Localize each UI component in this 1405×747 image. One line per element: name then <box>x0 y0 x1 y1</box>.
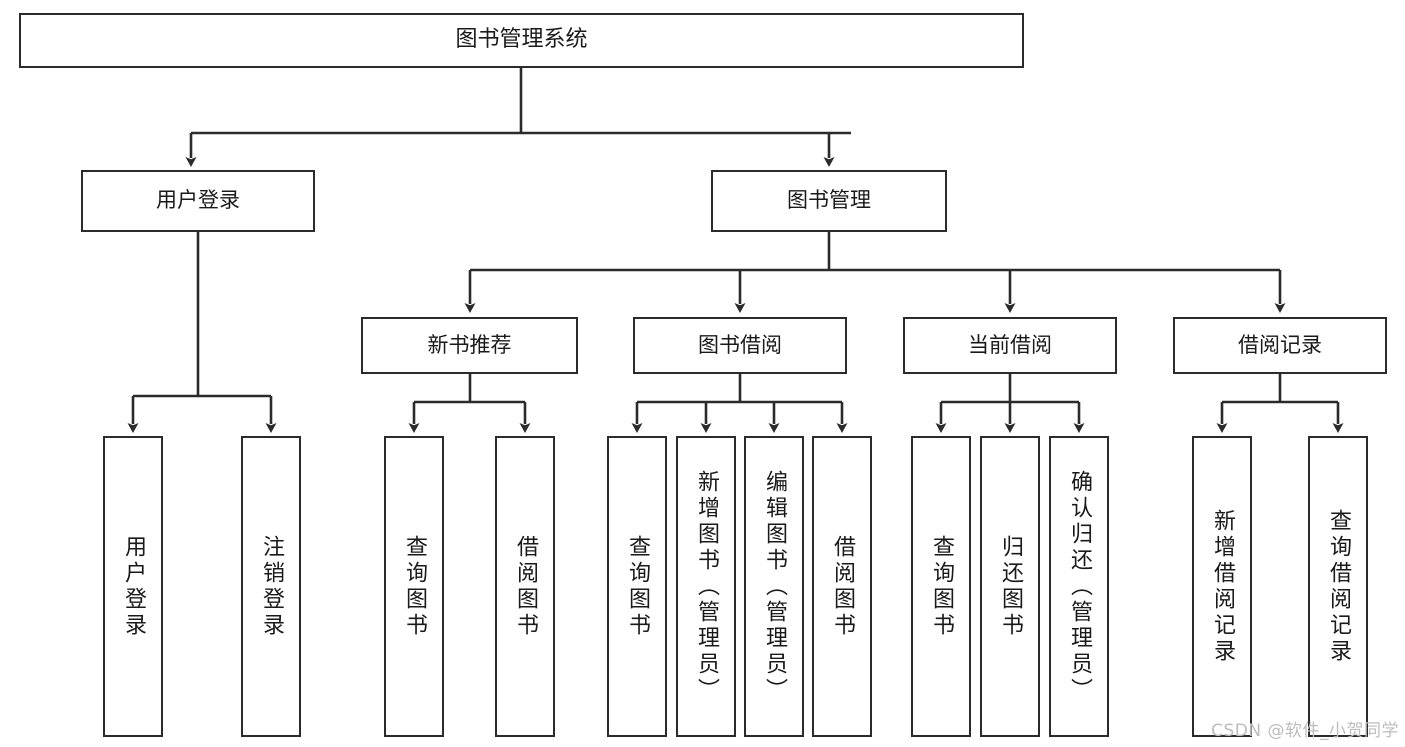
node-leaf-logout-login-label: 注销登录 <box>259 535 284 639</box>
node-leaf-user-login[interactable]: 用户登录 <box>103 436 163 737</box>
node-leaf-confirm-return-label: 确认归还（管理员） <box>1067 470 1092 704</box>
node-borrow-record[interactable]: 借阅记录 <box>1173 317 1387 374</box>
node-leaf-query-record[interactable]: 查询借阅记录 <box>1308 436 1368 737</box>
node-root-label: 图书管理系统 <box>455 27 588 53</box>
node-user-login[interactable]: 用户登录 <box>81 170 315 232</box>
node-leaf-logout-login[interactable]: 注销登录 <box>241 436 301 737</box>
node-leaf-query-record-label: 查询借阅记录 <box>1326 509 1351 665</box>
node-leaf-edit-book-label: 编辑图书（管理员） <box>762 470 787 704</box>
node-leaf-query-book-2[interactable]: 查询图书 <box>607 436 667 737</box>
node-leaf-user-login-label: 用户登录 <box>121 535 146 639</box>
watermark: CSDN @软件_小贺同学 <box>1211 721 1399 741</box>
node-leaf-return-book-label: 归还图书 <box>998 535 1023 639</box>
node-leaf-query-book-2-label: 查询图书 <box>625 535 650 639</box>
node-leaf-borrow-book-2[interactable]: 借阅图书 <box>812 436 872 737</box>
node-leaf-borrow-book-2-label: 借阅图书 <box>830 535 855 639</box>
node-leaf-add-book[interactable]: 新增图书（管理员） <box>676 436 736 737</box>
node-leaf-edit-book[interactable]: 编辑图书（管理员） <box>744 436 804 737</box>
node-root[interactable]: 图书管理系统 <box>19 13 1024 68</box>
node-leaf-add-record[interactable]: 新增借阅记录 <box>1192 436 1252 737</box>
node-current-borrow[interactable]: 当前借阅 <box>903 317 1117 374</box>
node-leaf-borrow-book-1-label: 借阅图书 <box>513 535 538 639</box>
node-book-manage[interactable]: 图书管理 <box>711 170 947 232</box>
node-book-borrow[interactable]: 图书借阅 <box>633 317 847 374</box>
node-leaf-add-record-label: 新增借阅记录 <box>1210 509 1235 665</box>
node-user-login-label: 用户登录 <box>156 188 240 213</box>
node-book-borrow-label: 图书借阅 <box>698 332 782 357</box>
node-leaf-query-book-3[interactable]: 查询图书 <box>911 436 971 737</box>
node-leaf-confirm-return[interactable]: 确认归还（管理员） <box>1049 436 1109 737</box>
node-book-manage-label: 图书管理 <box>787 188 871 213</box>
node-new-book-recommend-label: 新书推荐 <box>427 332 512 357</box>
node-leaf-query-book-1-label: 查询图书 <box>402 535 427 639</box>
node-borrow-record-label: 借阅记录 <box>1238 332 1322 357</box>
node-new-book-recommend[interactable]: 新书推荐 <box>361 317 578 374</box>
node-leaf-add-book-label: 新增图书（管理员） <box>694 470 719 704</box>
node-current-borrow-label: 当前借阅 <box>968 332 1052 357</box>
node-leaf-query-book-3-label: 查询图书 <box>929 535 954 639</box>
node-leaf-return-book[interactable]: 归还图书 <box>980 436 1040 737</box>
node-leaf-borrow-book-1[interactable]: 借阅图书 <box>495 436 555 737</box>
node-leaf-query-book-1[interactable]: 查询图书 <box>384 436 444 737</box>
